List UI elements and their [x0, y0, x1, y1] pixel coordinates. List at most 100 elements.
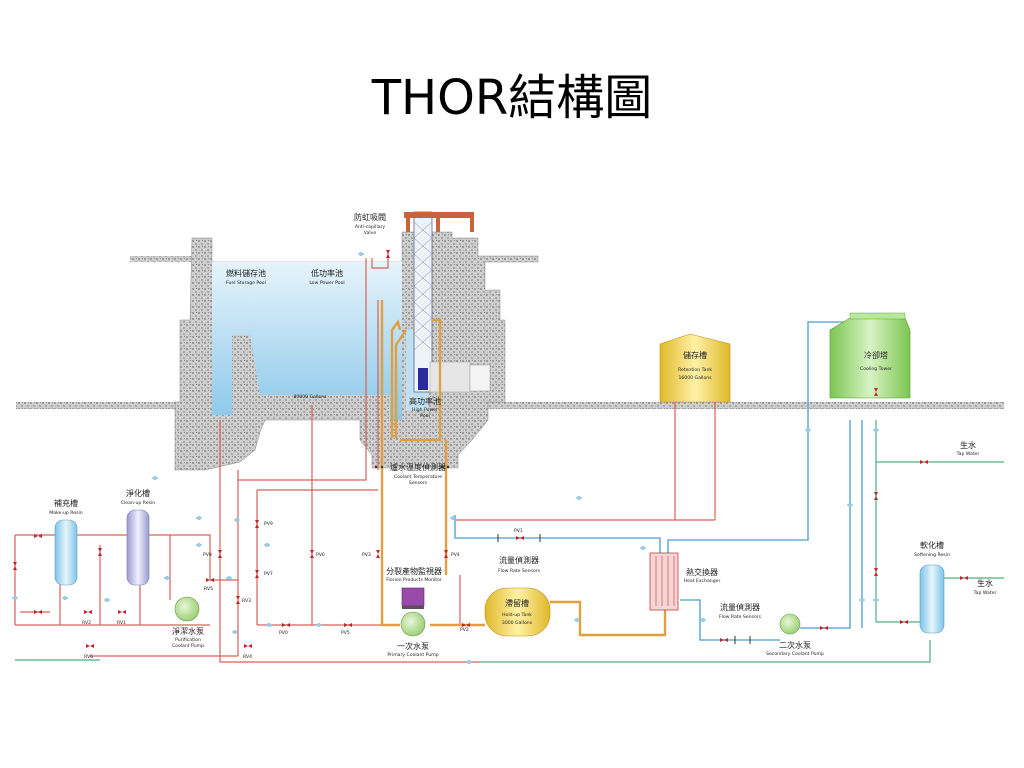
svg-text:Tap Water: Tap Water [973, 590, 997, 596]
svg-text:Purification: Purification [175, 637, 201, 643]
primary-pump-label: 一次水泵 [397, 641, 429, 651]
secondary-pump-label: 二次水泵 [779, 640, 811, 650]
valve-rv2 [84, 610, 92, 614]
svg-text:16000 Gallons: 16000 Gallons [678, 375, 712, 381]
anti-cap-label: 防虹吸閥 [354, 212, 386, 222]
makeup-resin-label: 補充槽 [54, 498, 78, 508]
svg-text:Cooling Tower: Cooling Tower [860, 366, 892, 372]
valve-label-pv4: PV4 [451, 552, 460, 558]
valve-label-pv9: PV9 [264, 521, 273, 527]
retention-tank [456, 333, 731, 521]
ground-line [16, 402, 1004, 409]
softening-resin-label: 軟化槽 [920, 540, 944, 550]
svg-text:Tap Water: Tap Water [956, 451, 980, 457]
svg-text:Pool: Pool [420, 413, 430, 419]
valve-label-rv4: RV4 [243, 654, 252, 660]
purification-pump [174, 596, 200, 622]
valve-pv9 [255, 520, 259, 528]
flow-sensor-marks [497, 534, 751, 644]
valve-rv4 [244, 644, 252, 648]
valve-label-rv3: RV3 [242, 598, 251, 604]
secondary-pipes [454, 321, 863, 641]
svg-text:Flow Rate Sensors: Flow Rate Sensors [719, 614, 762, 620]
tap-water-label: 生水 [960, 440, 976, 450]
valve-rv5 [206, 578, 214, 582]
svg-text:Fuel Storage Pool: Fuel Storage Pool [226, 280, 266, 286]
heat-exchanger [649, 552, 679, 611]
valve-label-pv7: PV7 [264, 571, 273, 577]
valve-label-pv8: PV8 [203, 552, 212, 558]
high-pool-label: 高功率池 [409, 396, 441, 406]
pool-gallons-label: 80000 Gallons [293, 394, 327, 400]
flow-direction-markers [11, 251, 880, 665]
valve-pv6 [310, 550, 314, 558]
valve-pv5 [344, 623, 352, 627]
resin-columns [54, 509, 945, 634]
valve-rv1 [118, 610, 126, 614]
valve-anti-cap [386, 250, 390, 258]
valve-label-rv6: RV6 [84, 654, 93, 660]
valve-label-pv3: PV3 [362, 552, 371, 558]
holdup-tank-label: 滯留槽 [505, 598, 529, 608]
valve-label-pv5: PV5 [341, 630, 350, 636]
valve-pv8 [218, 550, 222, 558]
valve-rv3 [236, 596, 240, 604]
flow-sensors-1-label: 流量偵測器 [499, 555, 539, 565]
svg-text:Heat Exchanger: Heat Exchanger [684, 578, 721, 584]
diagram-labels: 防虹吸閥 Anti-capillary Valve 燃料儲存池 Fuel Sto… [49, 212, 996, 658]
svg-text:3000 Gallons: 3000 Gallons [502, 620, 533, 626]
holdup-tank [484, 587, 551, 637]
low-pool-label: 低功率池 [311, 268, 343, 278]
svg-text:Anti-capillary: Anti-capillary [355, 224, 386, 230]
valve-label-rv5: RV5 [204, 586, 213, 592]
svg-text:Primary Coolant Pump: Primary Coolant Pump [387, 652, 438, 658]
svg-text:High Power: High Power [412, 407, 438, 413]
svg-text:Coolant Temperature: Coolant Temperature [394, 474, 442, 480]
svg-text:Fission Products Monitor: Fission Products Monitor [386, 577, 442, 583]
svg-text:Clean-up Resin: Clean-up Resin [121, 500, 155, 506]
purification-pump-label: 淨潔水泵 [172, 626, 204, 636]
pumps [174, 596, 801, 637]
temperature-sensor-marks [374, 465, 450, 469]
valve-pv0 [282, 623, 290, 627]
secondary-pump [779, 613, 801, 635]
valve-pv7 [255, 570, 259, 578]
svg-text:Flow Rate Sensors: Flow Rate Sensors [498, 568, 541, 574]
valve-pv3 [376, 550, 380, 558]
purification-pipes [14, 250, 480, 663]
valve-pv4 [444, 550, 448, 558]
flow-sensors-2-label: 流量偵測器 [720, 602, 760, 612]
tap-water-2-label: 生水 [977, 578, 993, 588]
valve-label-pv2: PV2 [460, 627, 469, 633]
retention-tank-label: 儲存槽 [683, 350, 707, 360]
valve-pv2 [462, 623, 470, 627]
valve-label-rv1: RV1 [117, 620, 126, 626]
svg-text:Secondary Coolant Pump: Secondary Coolant Pump [766, 651, 824, 657]
svg-text:Make-up Resin: Make-up Resin [49, 510, 83, 516]
valve-label-rv2: RV2 [82, 620, 91, 626]
svg-text:Softening Resin: Softening Resin [914, 552, 950, 558]
svg-text:Valve: Valve [364, 230, 377, 236]
svg-text:Sensors: Sensors [409, 480, 428, 486]
valve-label-pv1: PV1 [514, 528, 523, 534]
slide-title: THOR結構圖 [371, 70, 653, 126]
cooling-tower-label: 冷卻塔 [864, 350, 888, 360]
reactor-core-tower [404, 211, 491, 393]
cooling-tower [829, 312, 911, 399]
heat-exchanger-label: 熱交換器 [686, 567, 718, 577]
valve-label-pv0: PV0 [279, 630, 288, 636]
svg-text:Hold-up Tank: Hold-up Tank [502, 612, 532, 618]
fission-monitor [401, 587, 425, 609]
primary-pump [400, 611, 426, 637]
svg-text:Retention Tank: Retention Tank [678, 367, 712, 373]
svg-text:Low Power Pool: Low Power Pool [309, 280, 344, 286]
fission-monitor-label: 分裂產物監視器 [386, 566, 442, 576]
fuel-pool-label: 燃料儲存池 [226, 268, 266, 278]
valve-symbols [13, 250, 968, 648]
valve-labels: PV9 PV8 PV7 PV6 PV3 PV4 PV1 PV0 PV5 PV2 … [82, 521, 523, 660]
coolant-temp-label: 爐水溫度偵測器 [390, 462, 446, 472]
valve-pv1 [516, 536, 524, 540]
cleanup-resin-label: 淨化槽 [126, 488, 150, 498]
valve-rv6 [86, 644, 94, 648]
